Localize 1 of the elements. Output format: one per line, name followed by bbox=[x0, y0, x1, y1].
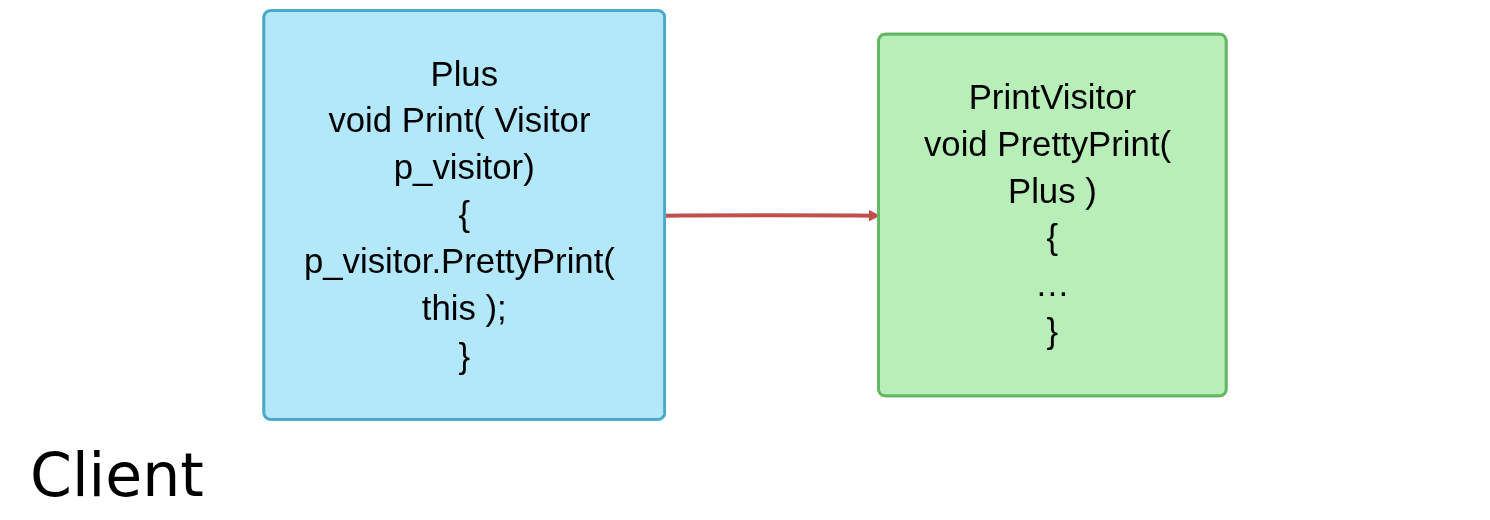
label-text: Client bbox=[30, 440, 204, 510]
